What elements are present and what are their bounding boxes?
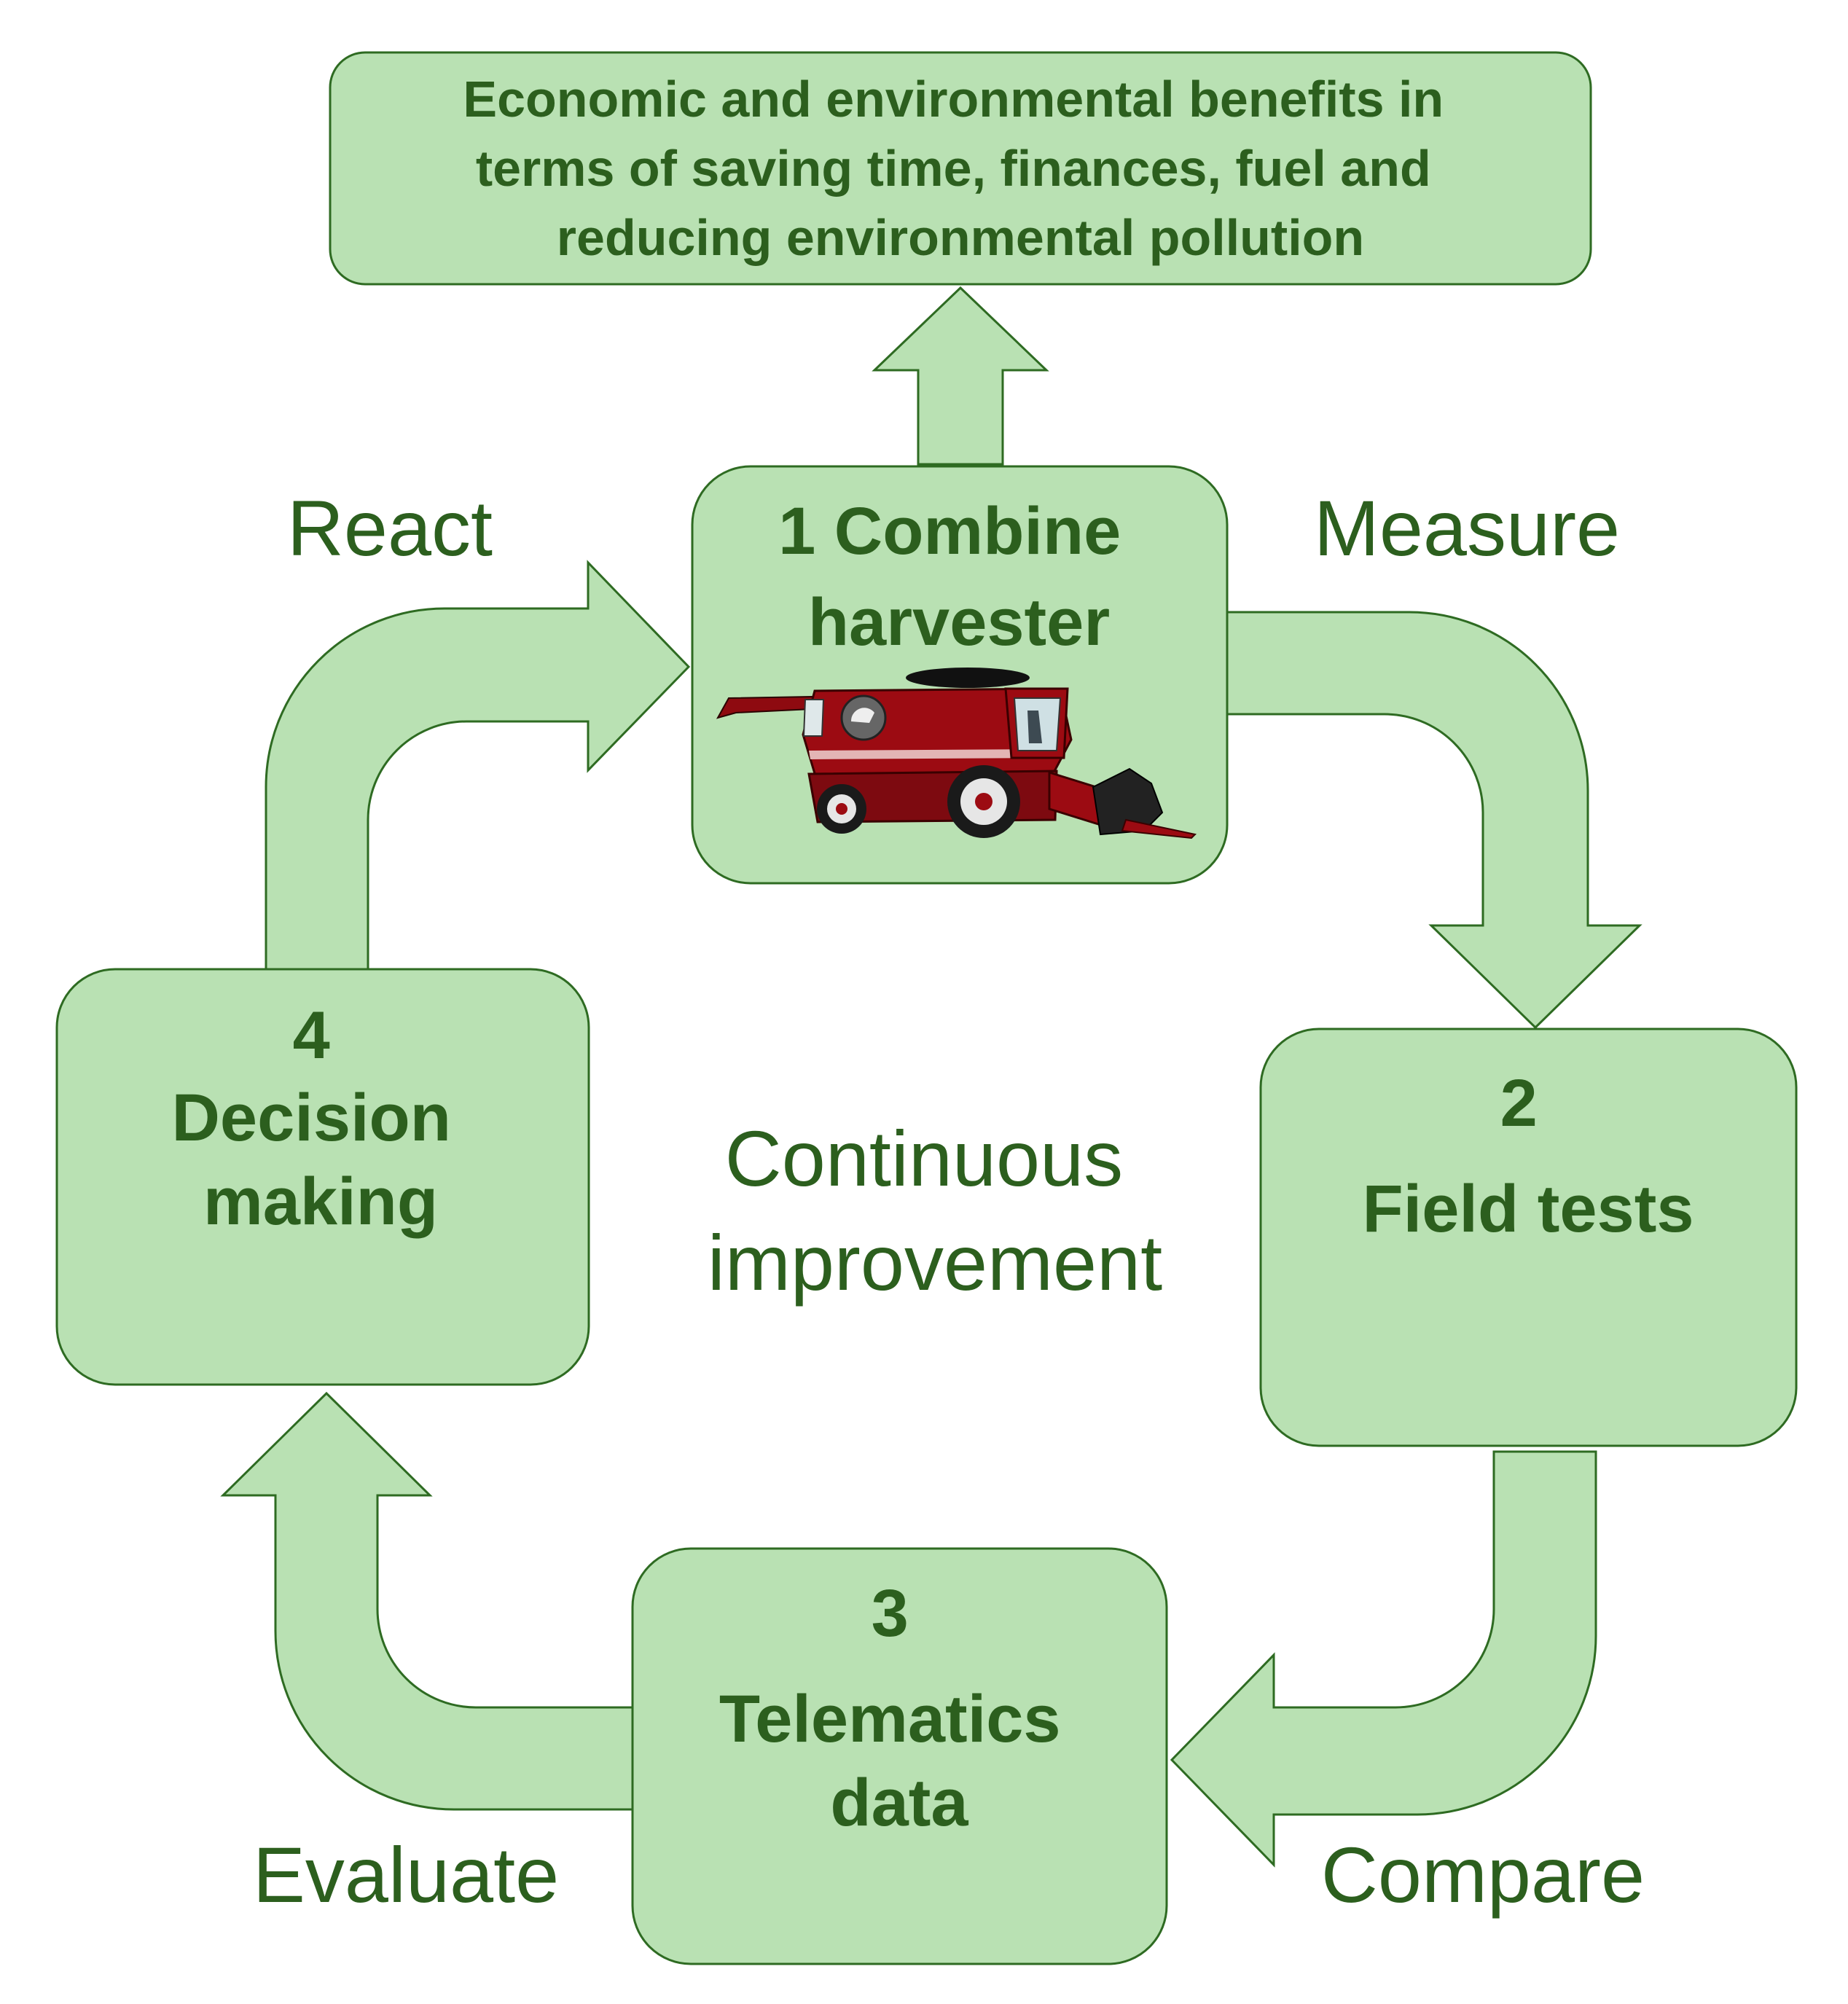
benefits-box: Economic and environmental benefits in t… <box>329 51 1592 286</box>
svg-text:4 Decision making: 4 Decision making <box>171 998 469 1239</box>
benefits-line-1: Economic and environmental benefits in <box>463 71 1444 128</box>
combine-harvester-icon <box>716 668 1197 839</box>
step-1-title-line-1: 1 Combine <box>778 494 1121 568</box>
svg-text:Continuous improvement: Continuous improvement <box>708 1114 1162 1307</box>
arrow-compare <box>1170 1450 1597 1868</box>
arrow-to-benefits <box>872 286 1049 466</box>
benefits-line-2: terms of saving time, finances, fuel and <box>476 140 1431 197</box>
benefits-box-shape <box>329 51 1592 286</box>
step-2-box-shape <box>1259 1028 1798 1447</box>
step-4-box: 4 Decision making <box>55 968 590 1386</box>
label-measure: Measure <box>1314 484 1620 572</box>
step-4-title-line-2: making <box>203 1165 438 1239</box>
step-3-box: 3 Telematics data <box>631 1547 1168 1965</box>
arrow-evaluate <box>220 1391 635 1811</box>
step-4-number: 4 <box>293 998 330 1073</box>
label-evaluate: Evaluate <box>253 1831 559 1919</box>
cycle-arrows <box>220 286 1643 1868</box>
step-4-box-shape <box>55 968 590 1386</box>
arrow-measure <box>1226 611 1643 1030</box>
step-3-box-shape <box>631 1547 1168 1965</box>
step-2-box: 2 Field tests <box>1259 1028 1798 1447</box>
svg-text:3 Telematics data: 3 Telematics data <box>719 1576 1079 1840</box>
svg-text:1 Combine harvester: 1 Combine harvester <box>778 494 1140 659</box>
arrow-react <box>265 560 691 971</box>
svg-text:Economic and environmental ben: Economic and environmental benefits in t… <box>463 71 1457 266</box>
label-react: React <box>287 484 493 572</box>
step-2-title: Field tests <box>1362 1172 1694 1246</box>
step-3-title-line-1: Telematics <box>719 1682 1061 1756</box>
label-compare: Compare <box>1321 1831 1645 1919</box>
step-3-title-line-2: data <box>830 1766 968 1840</box>
center-line-2: improvement <box>708 1218 1162 1307</box>
step-1-title-line-2: harvester <box>808 585 1110 659</box>
center-line-1: Continuous <box>725 1114 1123 1202</box>
step-1-box: 1 Combine harvester <box>691 465 1229 885</box>
step-2-number: 2 <box>1500 1066 1538 1140</box>
svg-text:2 Field tests: 2 Field tests <box>1362 1066 1694 1246</box>
step-3-number: 3 <box>872 1576 909 1651</box>
benefits-line-3: reducing environmental pollution <box>557 209 1364 266</box>
step-4-title-line-1: Decision <box>171 1081 450 1155</box>
